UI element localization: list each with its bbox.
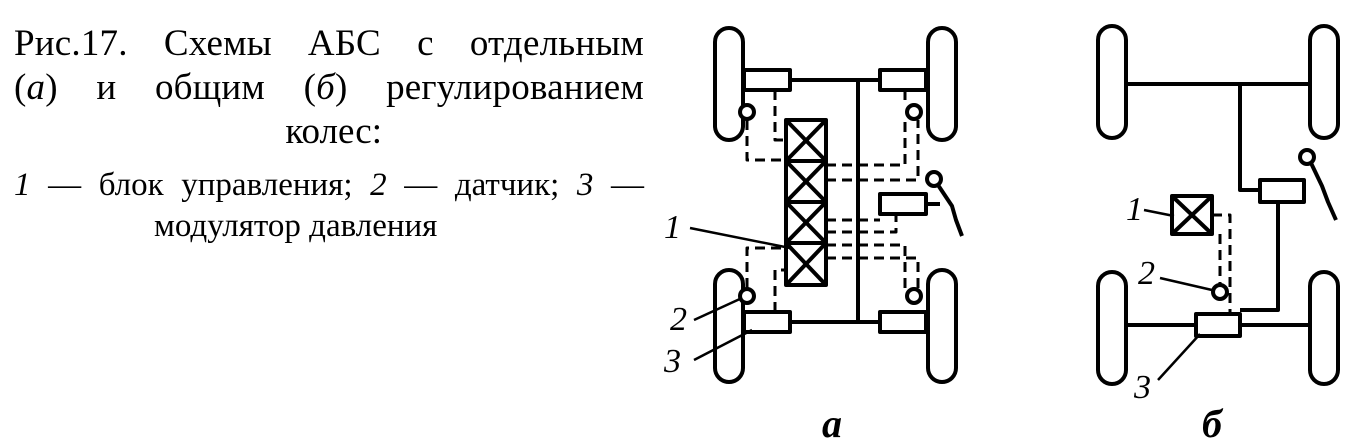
caption-title-line1: Рис.17. Схемы АБС с отдельным: [14, 23, 644, 64]
legend-number-1: 1: [14, 167, 31, 203]
brake-pedal-a: [936, 183, 964, 237]
control-unit-a: [784, 118, 828, 287]
pedal-pivot-a: [925, 170, 943, 188]
callout-a-2: 2: [670, 301, 687, 338]
wheel-b-front-left: [1096, 24, 1128, 140]
sensor-a-rear-left: [738, 287, 756, 305]
sensor-a-rear-right: [905, 287, 923, 305]
callout-b-2: 2: [1138, 255, 1155, 292]
modulator-a-center: [878, 192, 928, 216]
legend-text-3: —: [593, 167, 645, 203]
legend-text-2: — датчик;: [386, 167, 577, 203]
brake-line-b-lower: [1240, 200, 1280, 312]
modulator-a-front-left: [742, 68, 792, 92]
signal-wires-a: [745, 90, 920, 312]
callout-b-3: 3: [1133, 369, 1151, 406]
caption-variant-b: б: [316, 67, 335, 108]
scheme-label-a: а: [822, 401, 842, 446]
modulator-a-front-right: [878, 68, 928, 92]
callout-labels: 1 2 3 1 2 3: [663, 191, 1155, 406]
scheme-label-b: б: [1202, 401, 1224, 446]
wheel-b-front-right: [1308, 24, 1340, 140]
wheel-a-front-right: [926, 26, 958, 142]
sensor-a-front-right: [905, 103, 923, 121]
callout-b-1: 1: [1126, 191, 1143, 228]
wheel-a-front-left: [713, 26, 745, 142]
sensor-b: [1211, 283, 1229, 301]
callout-a-3: 3: [663, 343, 681, 380]
wheel-a-rear-left: [713, 268, 745, 384]
caption-legend: 1 — блок управления; 2 — датчик; 3 —: [14, 164, 644, 206]
caption-variant-a: а: [26, 67, 46, 108]
callout-leaders-a: [689, 226, 791, 362]
modulator-b: [1194, 312, 1242, 338]
sensor-a-front-left: [738, 103, 756, 121]
pedal-pivot-b: [1298, 148, 1316, 166]
brake-line-b-upper: [1238, 84, 1262, 192]
caption-title-line3: колес:: [285, 111, 382, 152]
callout-leaders-b: [1143, 208, 1213, 381]
control-unit-b: [1170, 194, 1214, 236]
figure-caption: Рис.17. Схемы АБС с отдельным (а) и общи…: [14, 22, 644, 246]
modulator-a-rear-right: [878, 310, 928, 334]
legend-text-1: — блок управления;: [30, 167, 371, 203]
brake-pedal-b: [1309, 162, 1338, 221]
master-cylinder-b: [1258, 178, 1306, 204]
wheel-a-rear-right: [926, 268, 958, 384]
callout-a-1: 1: [664, 209, 681, 246]
wheel-b-rear-right: [1308, 270, 1340, 386]
signal-wires-b: [1212, 213, 1232, 314]
scheme-labels: а б: [822, 401, 1224, 446]
scheme-a: [713, 26, 964, 384]
legend-number-2: 2: [370, 167, 387, 203]
legend-number-3: 3: [576, 167, 594, 203]
wheel-b-rear-left: [1096, 270, 1128, 386]
caption-legend-last: модулятор давления: [154, 208, 438, 244]
modulator-a-rear-left: [742, 310, 792, 334]
caption-title-line2: (а) и общим (б) регулированием: [14, 67, 644, 108]
